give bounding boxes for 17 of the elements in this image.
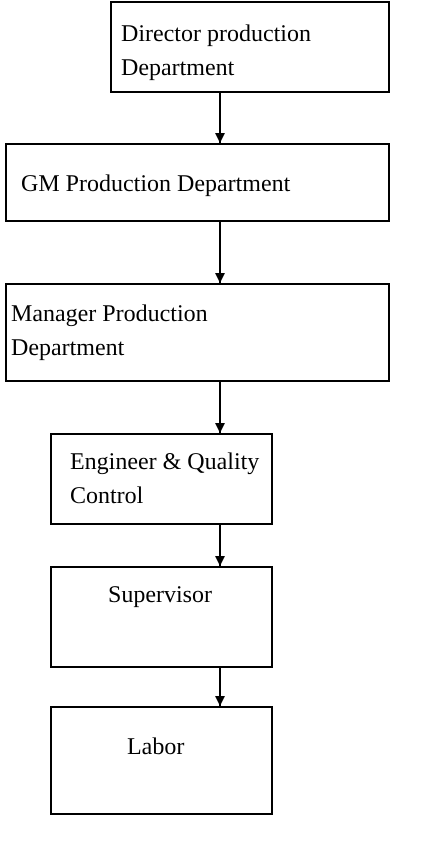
process-box <box>5 143 390 222</box>
arrow <box>215 382 225 433</box>
arrow <box>215 668 225 706</box>
box-label: Supervisor <box>108 581 213 610</box>
process-box <box>5 283 390 382</box>
process-box <box>110 1 390 93</box>
box-label: Manager Production Department <box>11 300 209 363</box>
process-box <box>50 706 273 815</box>
arrow <box>215 222 225 283</box>
box-label: Director production Department <box>121 20 312 83</box>
process-box <box>50 433 273 525</box>
arrow <box>215 525 225 566</box>
arrow <box>215 93 225 143</box>
box-label: Engineer & Quality Control <box>70 448 260 511</box>
process-box <box>50 566 273 668</box>
box-label: GM Production Department <box>21 170 292 199</box>
box-label: Labor <box>127 733 186 762</box>
